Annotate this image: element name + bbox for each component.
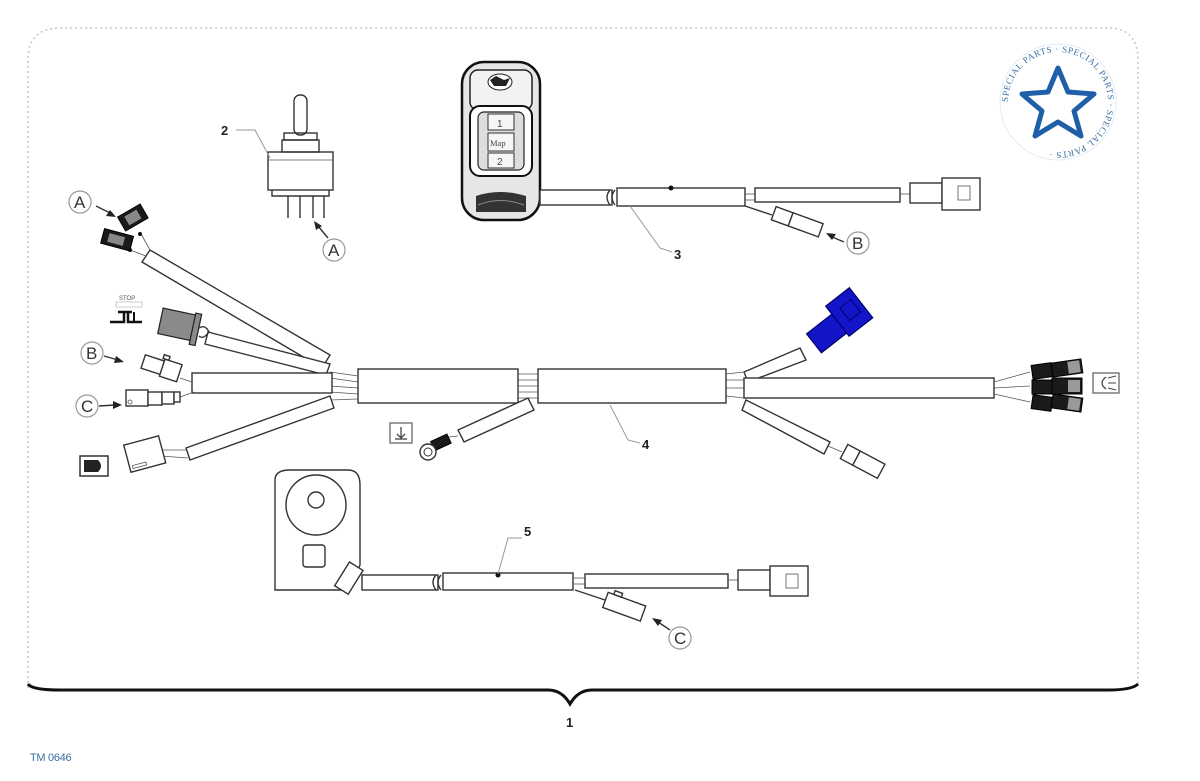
switch-label-1: 1	[497, 119, 503, 130]
letter-c-harness4: C	[81, 397, 93, 416]
switch-label-2: 2	[497, 157, 503, 168]
main-harness	[95, 203, 1084, 480]
leader-2	[236, 129, 271, 159]
leader-4	[609, 404, 641, 444]
callout-5: 5	[524, 524, 531, 539]
callout-2: 2	[221, 123, 228, 138]
sensor-harness	[274, 469, 809, 622]
callout-3: 3	[674, 247, 681, 262]
special-parts-star-icon	[1019, 65, 1097, 139]
position-light-icon	[1092, 372, 1120, 394]
ground-icon	[389, 422, 413, 444]
position-light-connectors	[1030, 358, 1084, 413]
letter-a-harness4: A	[74, 193, 86, 212]
switch-label-map: Map	[490, 138, 506, 148]
stamp-text: SPECIAL PARTS · SPECIAL PARTS · SPECIAL …	[1000, 44, 1116, 160]
leader-5	[497, 537, 522, 575]
letter-b-harness3: B	[852, 234, 863, 253]
leader-3	[629, 205, 673, 253]
letter-b-harness4: B	[86, 344, 97, 363]
stop-light-icon: STOP	[110, 296, 143, 324]
letter-b-harness3-badge	[846, 231, 870, 255]
toggle-switch	[267, 94, 334, 218]
reference-code: TM 0646	[30, 752, 72, 764]
letter-a-switch: A	[328, 241, 340, 260]
map-switch-harness	[539, 177, 981, 238]
assembly-brace	[26, 682, 1140, 708]
callout-1: 1	[566, 715, 573, 730]
letter-c-harness4-badge	[75, 394, 99, 418]
headlight-icon	[79, 455, 109, 477]
special-parts-stamp: SPECIAL PARTS · SPECIAL PARTS · SPECIAL …	[999, 43, 1117, 161]
letter-c-harness5-badge	[668, 626, 692, 650]
letter-b-harness4-badge	[80, 341, 104, 365]
letter-a-switch-badge	[322, 238, 346, 262]
map-switch: 1 Map 2	[460, 60, 542, 222]
stop-icon-label: STOP	[119, 296, 135, 302]
letter-c-harness5: C	[674, 629, 686, 648]
arrow-a-switch	[317, 225, 329, 239]
letter-a-harness4-badge	[68, 190, 92, 214]
frame-border	[27, 27, 1139, 688]
callout-4: 4	[642, 437, 650, 452]
